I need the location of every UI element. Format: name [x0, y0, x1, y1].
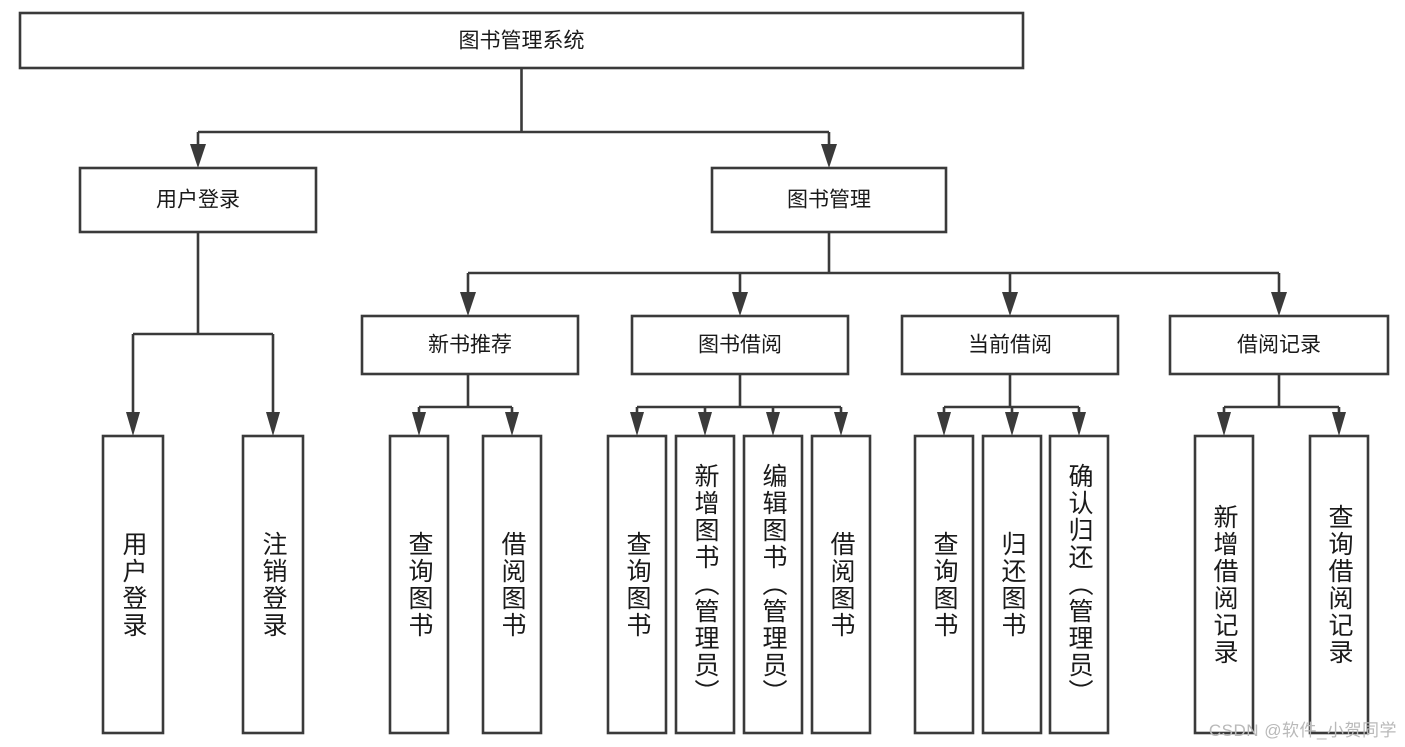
node-label-book-manage: 图书管理 [787, 189, 871, 212]
node-box-leaf-query-book-cur[interactable] [913, 434, 975, 735]
connector-group-book-borrow [630, 374, 848, 436]
arrow-head-leaf-query-book-rec [412, 412, 426, 436]
arrow-head-leaf-borrow-book [834, 412, 848, 436]
arrow-head-book-manage [821, 144, 837, 168]
node-box-leaf-query-book-borrow[interactable] [606, 434, 668, 735]
node-borrow-record[interactable]: 借阅记录 [1168, 314, 1390, 376]
watermark-text: CSDN @软件_小贺同学 [1208, 721, 1397, 740]
arrow-head-leaf-add-book [698, 412, 712, 436]
arrow-head-book-borrow [732, 292, 748, 316]
node-label-borrow-record: 借阅记录 [1237, 334, 1321, 357]
arrow-head-leaf-query-book-cur [937, 412, 951, 436]
node-label-book-borrow: 图书借阅 [698, 334, 782, 357]
node-box-leaf-confirm-return[interactable] [1048, 434, 1110, 735]
arrow-head-leaf-add-record [1217, 412, 1231, 436]
arrow-head-borrow-record [1271, 292, 1287, 316]
connector-group-user-login [126, 232, 280, 436]
arrow-head-current-borrow [1002, 292, 1018, 316]
arrow-head-leaf-user-login [126, 412, 140, 436]
node-box-leaf-add-book[interactable] [674, 434, 736, 735]
node-current-borrow[interactable]: 当前借阅 [900, 314, 1120, 376]
connector-group-root [190, 68, 837, 168]
node-label-root: 图书管理系统 [459, 30, 585, 53]
node-box-leaf-borrow-book-rec[interactable] [481, 434, 543, 735]
connector-group-borrow-record [1217, 374, 1346, 436]
node-box-current-borrow[interactable] [900, 314, 1120, 376]
arrow-head-leaf-edit-book [766, 412, 780, 436]
node-box-root[interactable] [18, 11, 1025, 70]
connector-group-new-book-rec [412, 374, 519, 436]
node-box-leaf-add-record[interactable] [1193, 434, 1255, 735]
arrow-head-leaf-query-book-borrow [630, 412, 644, 436]
node-box-leaf-logout[interactable] [241, 434, 305, 735]
connector-group-current-borrow [937, 374, 1086, 436]
node-box-leaf-query-record[interactable] [1308, 434, 1370, 735]
node-box-leaf-borrow-book[interactable] [810, 434, 872, 735]
arrow-head-user-login [190, 144, 206, 168]
node-box-book-manage[interactable] [710, 166, 948, 234]
arrow-head-leaf-logout [266, 412, 280, 436]
node-box-borrow-record[interactable] [1168, 314, 1390, 376]
node-box-user-login[interactable] [78, 166, 318, 234]
node-label-user-login: 用户登录 [156, 189, 240, 212]
node-book-manage[interactable]: 图书管理 [710, 166, 948, 234]
arrow-head-leaf-borrow-book-rec [505, 412, 519, 436]
arrow-head-leaf-confirm-return [1072, 412, 1086, 436]
node-box-leaf-user-login[interactable] [101, 434, 165, 735]
node-new-book-rec[interactable]: 新书推荐 [360, 314, 580, 376]
node-label-new-book-rec: 新书推荐 [428, 334, 512, 357]
arrow-head-new-book-rec [460, 292, 476, 316]
node-user-login[interactable]: 用户登录 [78, 166, 318, 234]
node-box-leaf-query-book-rec[interactable] [388, 434, 450, 735]
node-label-current-borrow: 当前借阅 [968, 334, 1052, 357]
leaf-box-group [101, 434, 1370, 735]
node-root[interactable]: 图书管理系统 [18, 11, 1025, 70]
arrow-head-leaf-query-record [1332, 412, 1346, 436]
node-box-book-borrow[interactable] [630, 314, 850, 376]
node-box-new-book-rec[interactable] [360, 314, 580, 376]
node-box-leaf-edit-book[interactable] [742, 434, 804, 735]
arrow-head-leaf-return-book [1005, 412, 1019, 436]
connector-group-book-manage [460, 232, 1287, 316]
node-book-borrow[interactable]: 图书借阅 [630, 314, 850, 376]
node-box-leaf-return-book[interactable] [981, 434, 1043, 735]
